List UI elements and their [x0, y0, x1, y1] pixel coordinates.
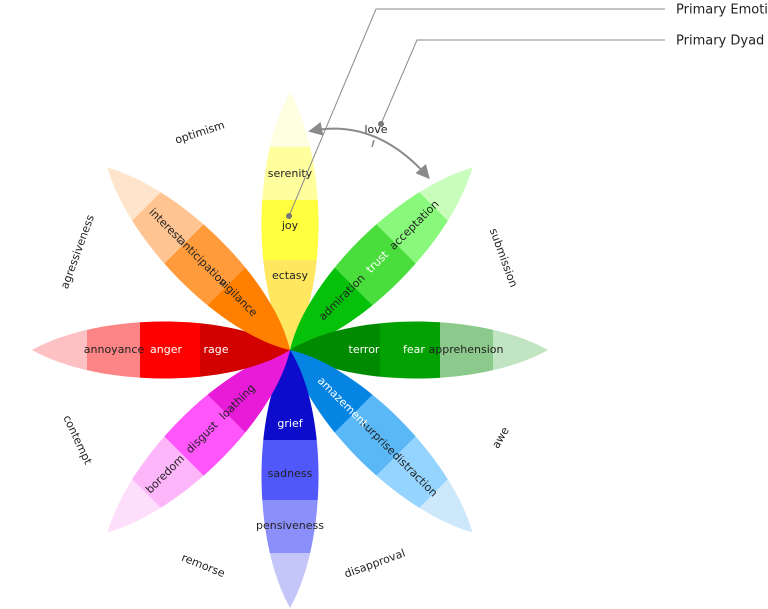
label-primary-joy: joy	[281, 219, 299, 232]
label-outer-anger: annoyance	[84, 343, 145, 356]
label-outer-sadness: pensiveness	[256, 519, 324, 532]
band-primary-sadness	[261, 440, 319, 500]
band-inner-trust	[269, 255, 385, 371]
legend-primary-dyad: Primary Dyad	[676, 34, 764, 49]
primary-dyad-dot	[378, 121, 384, 127]
label-outer-joy: serenity	[268, 167, 313, 180]
band-outer-sadness	[261, 553, 319, 608]
petals-layer: serenityjoyectasyacceptationtrustadmirat…	[32, 92, 548, 608]
band-outer-fear	[493, 321, 548, 379]
primary-emotion-dot	[286, 213, 292, 219]
label-inner-fear: terror	[349, 343, 380, 356]
dyad-awe: awe	[489, 425, 512, 451]
label-inner-anger: rage	[203, 343, 228, 356]
band-outer-joy	[261, 92, 319, 147]
band-inner-anticipation	[195, 255, 311, 371]
band-primary-joy	[261, 200, 319, 260]
label-inner-joy: ectasy	[272, 269, 309, 282]
band-primary-anger	[140, 321, 200, 379]
primary-dyad-leader	[380, 39, 665, 125]
annotations: Primary Emotion Primary Dyad	[286, 3, 768, 219]
band-inner-disgust	[195, 329, 311, 445]
love-arrow-tick	[371, 139, 375, 148]
band-outer-anger	[32, 321, 87, 379]
legend-primary-emotion: Primary Emotion	[676, 3, 768, 18]
dyad-disapproval: disapproval	[343, 547, 407, 581]
dyad-submission: submission	[487, 227, 520, 289]
band-inner-surprise	[269, 329, 385, 445]
label-inner-sadness: grief	[277, 417, 303, 430]
band-mid-fear	[440, 321, 493, 379]
dyad-optimism: optimism	[173, 118, 226, 146]
label-outer-fear: apprehension	[429, 343, 504, 356]
label-primary-anger: anger	[150, 343, 182, 356]
band-mid-anger	[87, 321, 140, 379]
dyad-contempt: contempt	[60, 413, 94, 467]
dyad-remorse: remorse	[180, 551, 227, 580]
label-primary-fear: fear	[403, 343, 425, 356]
band-mid-sadness	[261, 500, 319, 553]
label-primary-sadness: sadness	[268, 467, 313, 480]
primary-emotion-leader	[288, 8, 665, 217]
dyad-agressiveness: agressiveness	[58, 213, 97, 291]
band-primary-fear	[380, 321, 440, 379]
